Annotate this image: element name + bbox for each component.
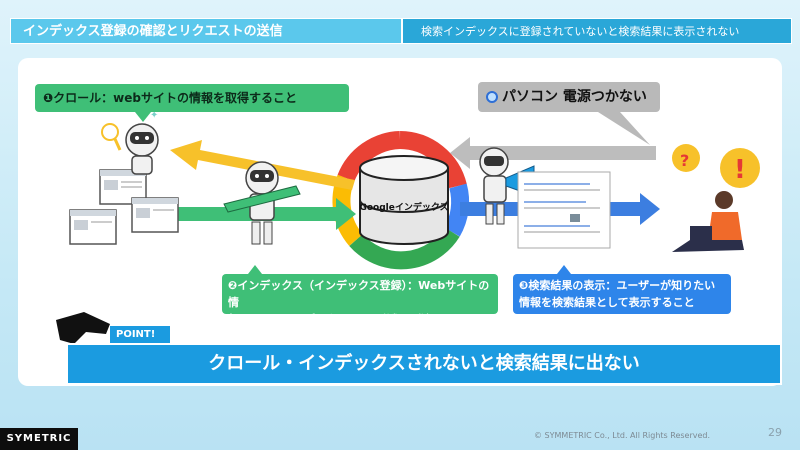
query-text: パソコン 電源つかない	[502, 89, 647, 105]
copyright: © SYMMETRIC Co., Ltd. All Rights Reserve…	[534, 431, 711, 440]
page-number: 29	[768, 426, 782, 439]
point-banner: クロール・インデックスされないと検索結果に出ない	[66, 343, 782, 385]
search-icon	[486, 91, 498, 103]
index-callout-line2: 報をGoogleのデータベースに分類・登録すること	[228, 313, 480, 326]
results-callout: ❸検索結果の表示：ユーザーが知りたい 情報を検索結果として表示すること	[513, 265, 731, 314]
slide-title: インデックス登録の確認とリクエストの送信	[10, 18, 402, 44]
crawl-callout: ❶クロール：webサイトの情報を取得すること	[35, 84, 349, 122]
slide-subtitle: 検索インデックスに登録されていないと検索結果に表示されない	[402, 18, 792, 44]
header-bar: インデックス登録の確認とリクエストの送信 検索インデックスに登録されていないと検…	[10, 18, 792, 44]
query-callout: パソコン 電源つかない	[478, 82, 660, 112]
brand-logo: SYMETRIC	[0, 428, 78, 450]
results-callout-line2: 情報を検索結果として表示すること	[519, 296, 695, 309]
results-callout-line1: ❸検索結果の表示：ユーザーが知りたい	[519, 279, 716, 292]
point-tag: POINT!	[110, 326, 170, 343]
index-callout: ❷インデックス（インデックス登録）：Webサイトの情 報をGoogleのデータベ…	[222, 265, 498, 326]
index-callout-line1: ❷インデックス（インデックス登録）：Webサイトの情	[228, 279, 490, 309]
database-label: Googleインデックス	[359, 203, 449, 213]
